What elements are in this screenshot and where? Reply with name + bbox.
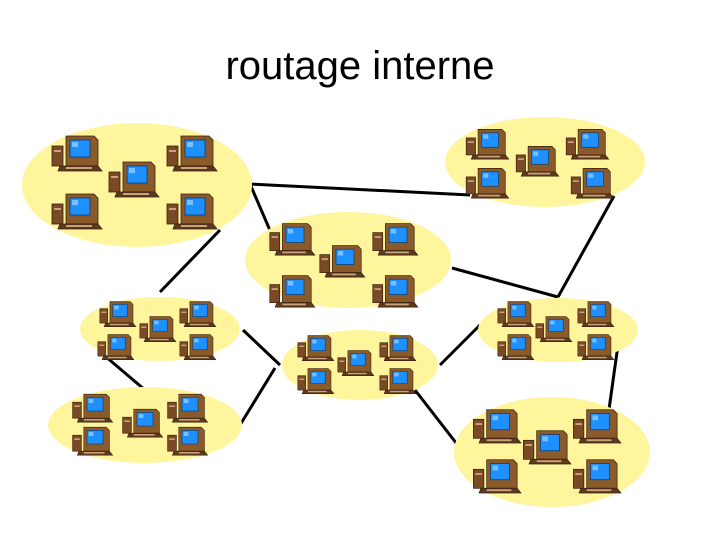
network-bottom-right — [454, 397, 650, 507]
network-mid-center — [282, 330, 438, 400]
network-top-left — [22, 123, 252, 247]
network-bottom-left — [48, 387, 242, 463]
link-mid-center-bottom-right — [415, 390, 460, 448]
link-mid-left-bottom-left — [105, 356, 145, 390]
link-center-mid-right — [452, 268, 558, 297]
network-center — [245, 212, 451, 308]
network-mid-right — [478, 298, 638, 362]
link-mid-center-mid-right — [440, 325, 480, 365]
computer-icon — [100, 301, 136, 326]
computer-icon — [498, 301, 534, 326]
link-top-right-mid-right — [558, 196, 614, 297]
link-top-left-top-right — [250, 184, 470, 195]
network-mid-left — [80, 297, 240, 361]
computer-icon — [298, 335, 334, 360]
link-mid-center-bottom-left — [240, 368, 275, 425]
network-top-right — [445, 117, 645, 207]
link-top-left-center — [250, 184, 272, 235]
link-mid-left-mid-center — [243, 330, 280, 365]
